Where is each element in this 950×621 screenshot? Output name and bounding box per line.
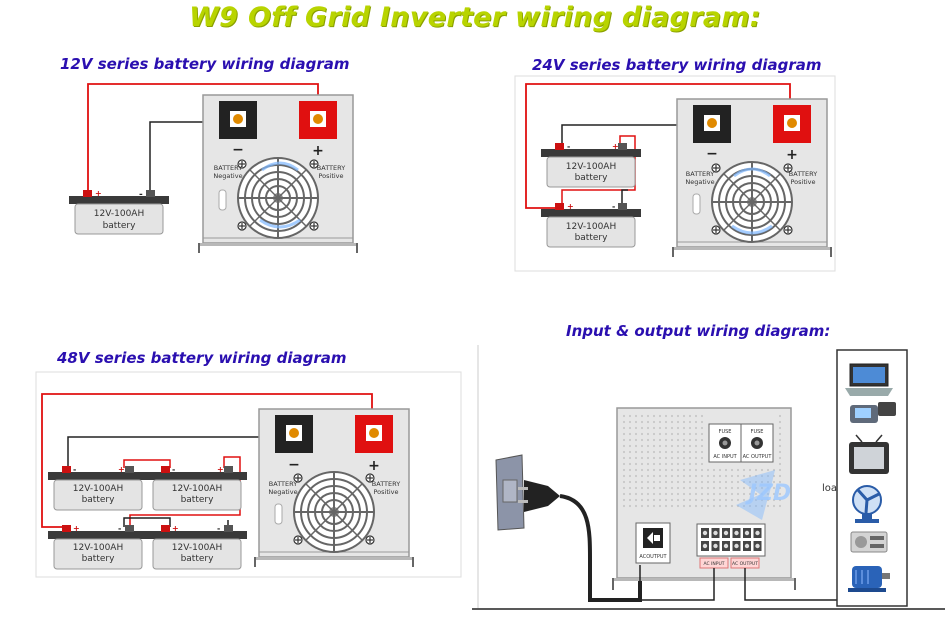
- inverter-minus: −: [706, 146, 718, 162]
- ac-input-label: AC INPUT: [713, 454, 737, 460]
- pos-label-line1: BATTERY: [317, 164, 345, 172]
- battery-name: battery: [575, 173, 609, 183]
- battery-plus-label: +: [118, 465, 125, 474]
- battery-model: 12V-100AH: [73, 484, 123, 494]
- battery-plus-label: +: [217, 465, 224, 474]
- section-48v: - + 12V-100AH battery - + 12V-100AH batt…: [35, 371, 462, 578]
- inverter-plus: +: [368, 458, 380, 474]
- inverter-24v: − + BATTERY Negative BATTERY Positive: [673, 99, 831, 257]
- battery-minus-label: -: [118, 524, 121, 533]
- battery-plus-label: +: [567, 202, 574, 211]
- load-label: load: [822, 483, 843, 494]
- battery-48v-1: - + 12V-100AH battery: [47, 465, 149, 511]
- page-title: W9 Off Grid Inverter wiring diagram:: [189, 2, 761, 33]
- battery-name: battery: [181, 554, 215, 564]
- neg-label-line1: BATTERY: [214, 164, 242, 172]
- neg-label-line2: Negative: [213, 172, 242, 180]
- battery-48v-2: - + 12V-100AH battery: [146, 465, 248, 511]
- inverter-minus: −: [288, 457, 300, 473]
- battery-minus-label: -: [172, 465, 175, 474]
- battery-model: 12V-100AH: [566, 222, 616, 232]
- load-panel: [836, 349, 908, 607]
- tv-icon: [849, 434, 889, 474]
- subtitle-io: Input & output wiring diagram:: [566, 322, 831, 340]
- fuse-label-output: FUSE: [751, 429, 764, 435]
- inverter-48v: − + BATTERY Negative BATTERY Positive: [255, 409, 413, 567]
- subtitle-12v: 12V series battery wiring diagram: [60, 55, 350, 73]
- battery-24v-bottom: + - 12V-100AH battery: [540, 202, 642, 248]
- battery-model: 12V-100AH: [73, 543, 123, 553]
- battery-plus-label: +: [612, 142, 619, 151]
- pos-label-line1: BATTERY: [372, 480, 400, 488]
- terminal-strip: [701, 528, 762, 551]
- battery-48v-4: + - 12V-100AH battery: [146, 524, 248, 570]
- pos-label-line2: Positive: [373, 488, 398, 496]
- inverter-io-panel: FUSE FUSE AC INPUT AC OUTPUT ACOUTPUT AC…: [612, 407, 796, 590]
- subtitle-24v: 24V series battery wiring diagram: [532, 56, 822, 74]
- section-io: FUSE FUSE AC INPUT AC OUTPUT ACOUTPUT AC…: [472, 345, 945, 610]
- acoutput-socket-label: ACOUTPUT: [639, 554, 667, 560]
- battery-plus-label: +: [172, 524, 179, 533]
- section-24v: - + 12V-100AH battery + - 12V-100AH batt…: [514, 75, 836, 272]
- neg-label-line1: BATTERY: [686, 170, 714, 178]
- strip-output-label: AC OUTPUT: [732, 561, 758, 567]
- pos-label-line2: Positive: [790, 178, 815, 186]
- neg-label-line2: Negative: [685, 178, 714, 186]
- battery-minus-label: -: [217, 524, 220, 533]
- battery-minus-label: -: [73, 465, 76, 474]
- neg-label-line1: BATTERY: [269, 480, 297, 488]
- battery-plus-label: +: [73, 524, 80, 533]
- inverter-12v: − + BATTERY Negative BATTERY Positive: [199, 95, 357, 253]
- watermark: JZD: [745, 481, 791, 506]
- neg-label-line2: Negative: [268, 488, 297, 496]
- inverter-plus: +: [786, 147, 798, 163]
- fan-icon: [852, 485, 882, 523]
- inverter-minus: −: [232, 142, 244, 158]
- subtitle-48v: 48V series battery wiring diagram: [57, 349, 347, 367]
- battery-12v: + - 12V-100AH battery: [68, 189, 170, 235]
- fuse-label-input: FUSE: [719, 429, 732, 435]
- pos-label-line2: Positive: [318, 172, 343, 180]
- battery-model: 12V-100AH: [566, 162, 616, 172]
- strip-input-label: AC INPUT: [703, 561, 724, 567]
- radio-icon: [850, 531, 888, 553]
- battery-name: battery: [82, 554, 116, 564]
- battery-name: battery: [181, 495, 215, 505]
- battery-plus-label: +: [95, 189, 102, 198]
- battery-name: battery: [103, 221, 137, 231]
- battery-model: 12V-100AH: [172, 543, 222, 553]
- battery-name: battery: [82, 495, 116, 505]
- battery-minus-label: -: [139, 190, 143, 200]
- laptop-icon: [845, 363, 893, 396]
- battery-model: 12V-100AH: [94, 209, 144, 219]
- ac-output-label: AC OUTPUT: [743, 454, 773, 460]
- phone-icon: [850, 402, 896, 423]
- vent-dots: [622, 414, 782, 508]
- pos-label-line1: BATTERY: [789, 170, 817, 178]
- battery-24v-top: - + 12V-100AH battery: [540, 142, 642, 188]
- battery-minus-label: -: [567, 142, 570, 151]
- motor-icon: [848, 566, 890, 592]
- battery-model: 12V-100AH: [172, 484, 222, 494]
- section-12v: + - 12V-100AH battery − + BATTERY Negati…: [68, 83, 357, 253]
- battery-minus-label: -: [612, 202, 615, 211]
- battery-48v-3: + - 12V-100AH battery: [47, 524, 149, 570]
- inverter-plus: +: [312, 143, 324, 159]
- battery-name: battery: [575, 233, 609, 243]
- wall-socket: [495, 454, 642, 602]
